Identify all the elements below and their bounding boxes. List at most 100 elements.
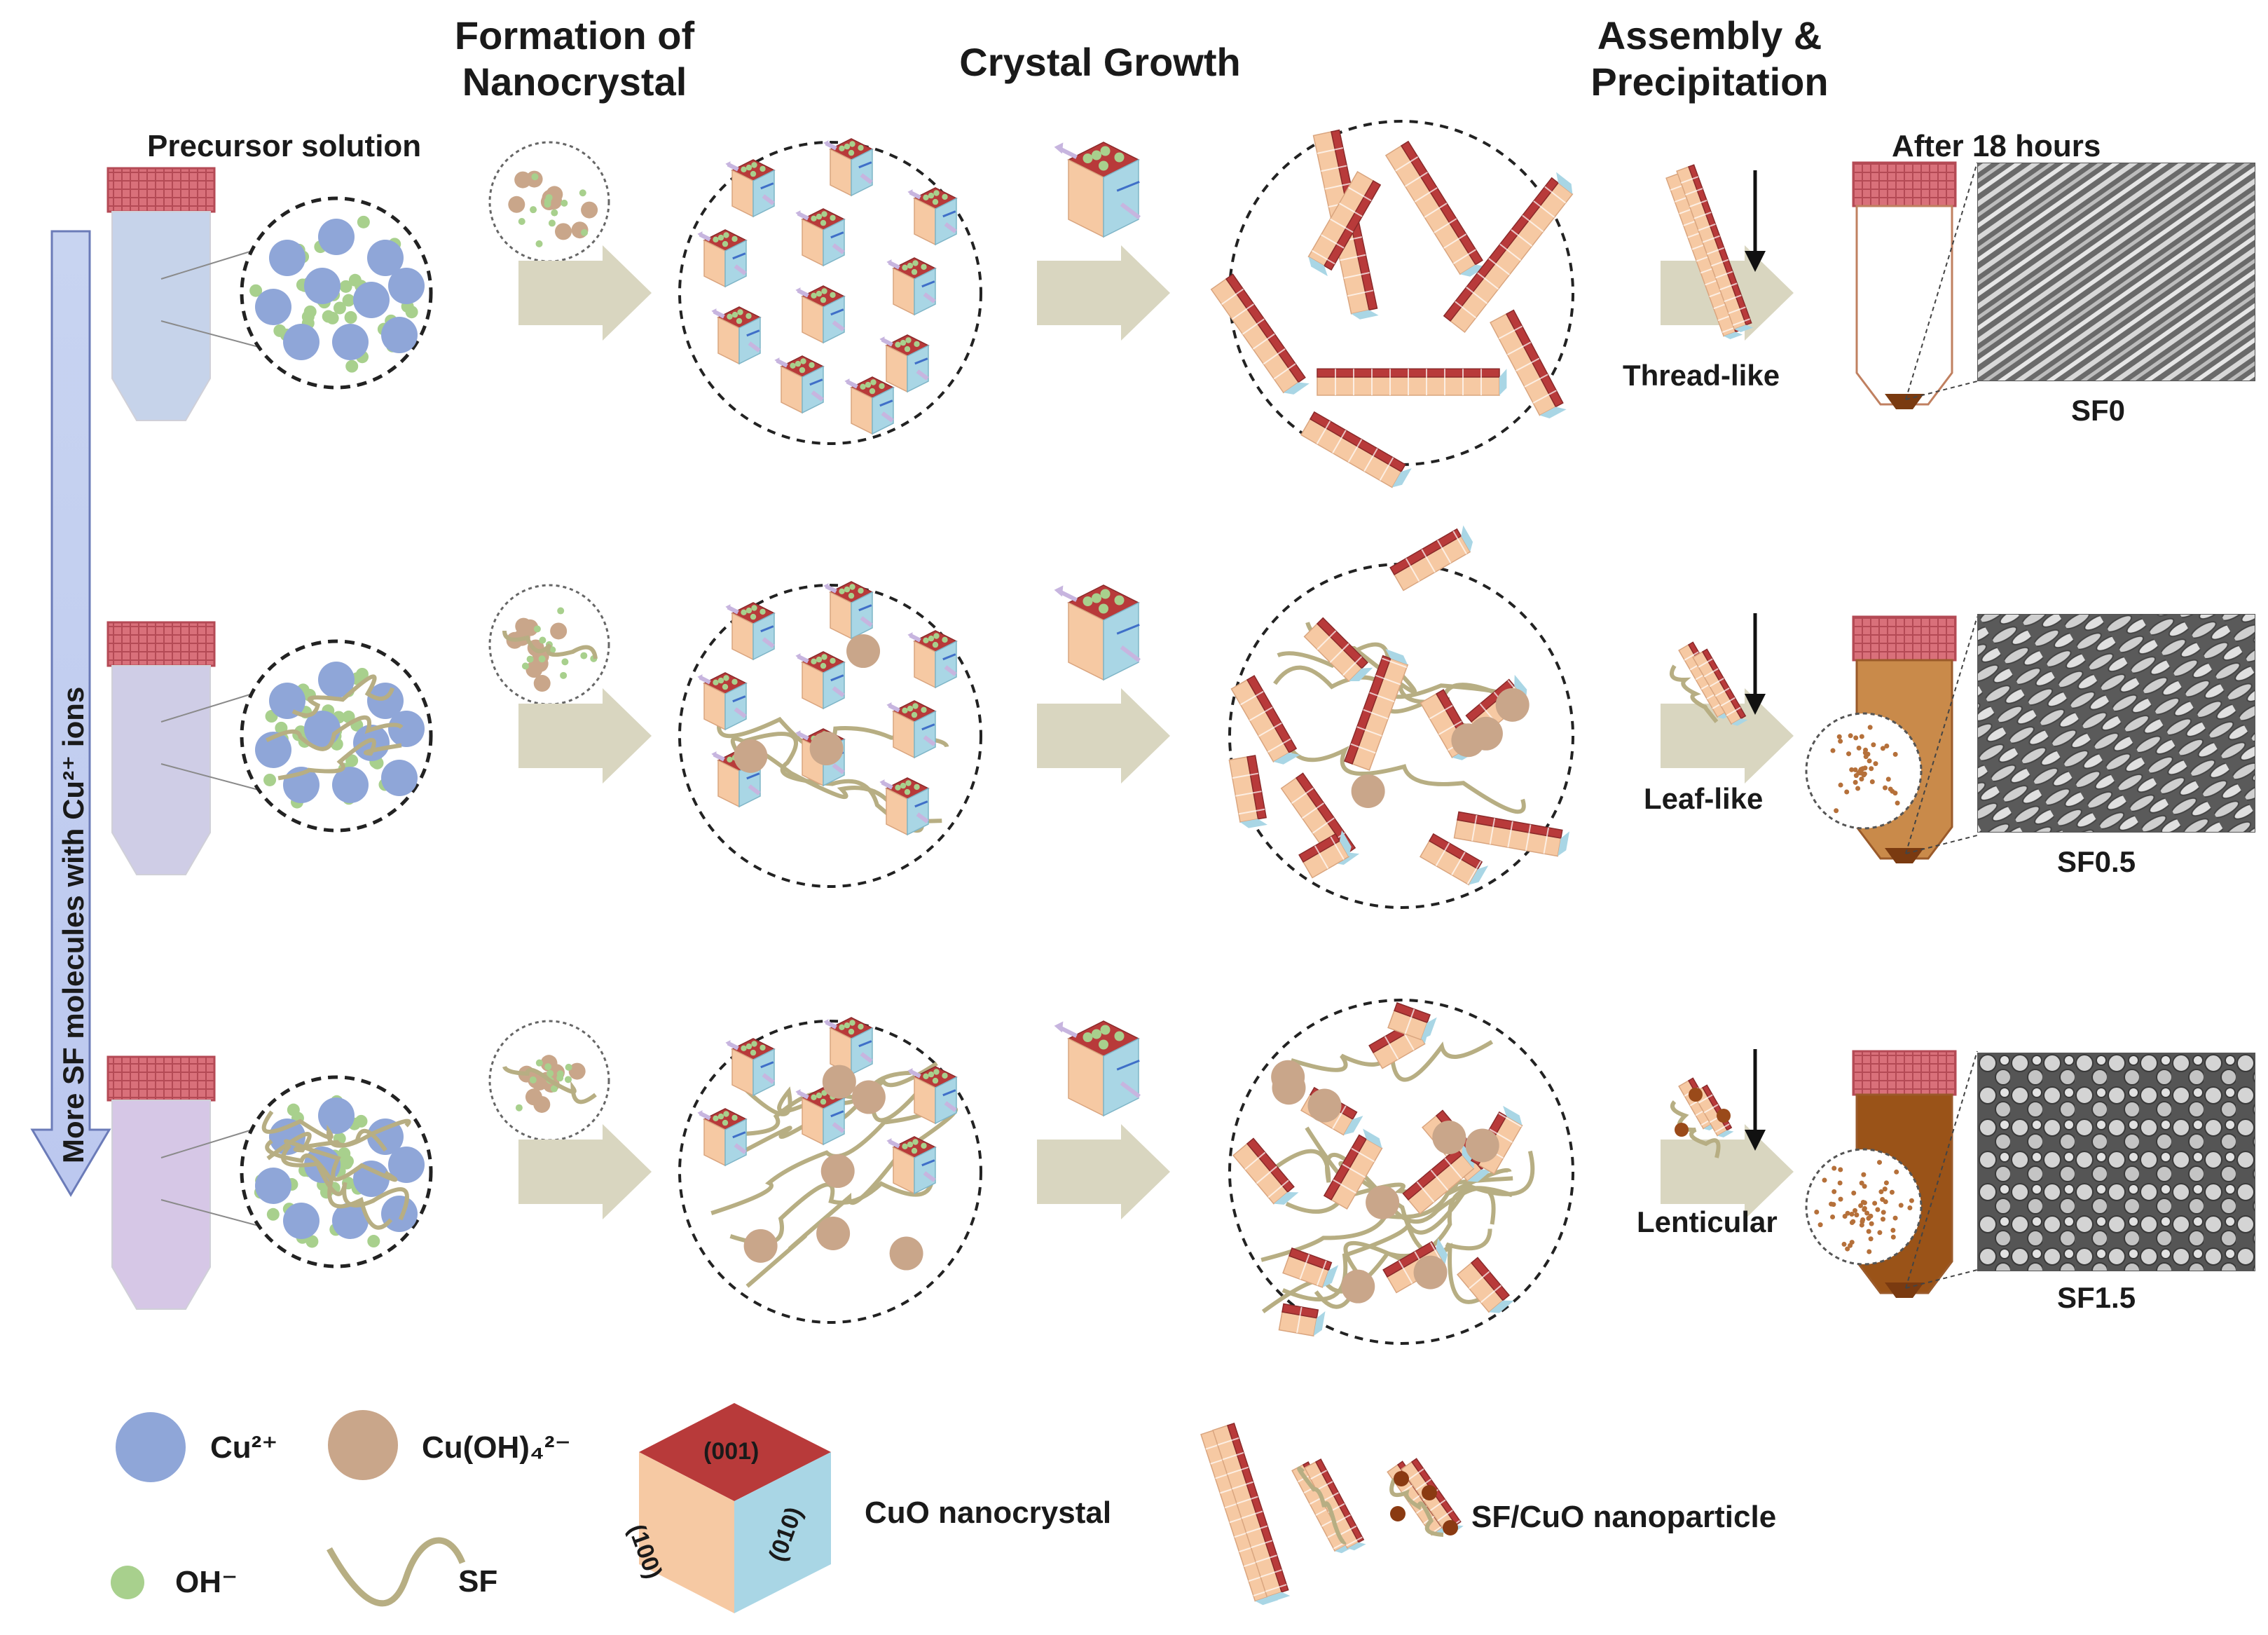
nanocrystal-2-4	[801, 1087, 846, 1146]
nanocrystal-1-4	[801, 651, 846, 710]
nanocrystal-0-0	[731, 159, 776, 218]
precursor-circle-1	[240, 639, 433, 833]
zoom-circle-1	[1805, 712, 1923, 830]
rod-0-6	[1490, 309, 1567, 418]
rows-layer	[106, 120, 1978, 1345]
precursor-tube-0	[106, 167, 216, 421]
row-0	[106, 120, 1978, 488]
side-arrow	[30, 230, 111, 1197]
label-side-arrow: More SF molecules with Cu²⁺ ions	[57, 686, 90, 1163]
nanocrystal-0-4	[801, 208, 846, 267]
rod-2-9	[1457, 1257, 1514, 1313]
nanocrystal-0-7	[801, 285, 846, 344]
growth-cube-0	[1067, 142, 1140, 238]
nanocrystal-2-0	[731, 1038, 776, 1097]
rod-0-7	[1307, 170, 1382, 277]
rod-1-3	[1344, 648, 1409, 771]
rod-2-11	[1387, 1002, 1437, 1041]
precursor-circle-0	[240, 196, 433, 390]
nanocrystal-circle-0	[678, 138, 982, 445]
growth-cube-2	[1067, 1020, 1140, 1117]
cube-face-001: (001)	[703, 1438, 760, 1465]
sample-label-1: SF0.5	[2057, 845, 2136, 878]
zoom-circle-2	[1805, 1148, 1923, 1266]
arrow-formation-1	[518, 688, 652, 784]
rod-0-3	[1317, 368, 1507, 396]
legend-graphics	[111, 1403, 1464, 1613]
arrow-formation-0	[518, 245, 652, 341]
row-1	[106, 525, 1978, 909]
legend-nanoparticle-icons	[1200, 1422, 1464, 1606]
rod-2-0	[1232, 1137, 1299, 1205]
arrow-formation-2	[518, 1124, 652, 1219]
morphology-label-1: Leaf-like	[1644, 782, 1764, 815]
assembled-particle-1	[1670, 641, 1748, 726]
nanocrystal-1-3	[703, 672, 748, 731]
rod-1-10	[1228, 755, 1267, 828]
nanocrystal-1-2	[913, 630, 958, 689]
sample-label-2: SF1.5	[2057, 1281, 2136, 1314]
label-precursor: Precursor solution	[147, 129, 422, 163]
nanocrystal-0-8	[885, 334, 930, 393]
legend-oh-label: OH⁻	[175, 1565, 238, 1599]
rod-2-10	[1278, 1303, 1326, 1337]
rod-0-2	[1384, 140, 1487, 277]
header-formation: Formation of Nanocrystal	[454, 13, 695, 104]
rod-2-5	[1402, 1144, 1475, 1215]
after-tube-0	[1852, 161, 1978, 409]
sample-label-0: SF0	[2071, 394, 2126, 427]
nanocrystal-1-8	[885, 777, 930, 836]
sem-image-sf05	[1977, 614, 2255, 833]
legend-cu-label: Cu²⁺	[210, 1430, 278, 1465]
rod-1-2	[1389, 525, 1473, 591]
rod-2-4	[1323, 1128, 1383, 1210]
morphology-label-2: Lenticular	[1637, 1205, 1778, 1238]
nanocrystal-2-2	[913, 1066, 958, 1125]
legend-sf-label: SF	[458, 1564, 498, 1599]
header-assembly: Assembly & Precipitation	[1590, 13, 1829, 104]
nanocrystal-2-3	[703, 1108, 748, 1167]
arrow-growth-1	[1037, 688, 1170, 784]
legend-oh-icon	[111, 1566, 144, 1599]
precursor-circle-2	[240, 1075, 433, 1268]
precursor-tube-1	[106, 621, 216, 875]
rod-1-6	[1453, 811, 1569, 857]
nanocrystal-circle-2	[678, 1017, 982, 1324]
after-tube-2	[1805, 1050, 1978, 1298]
after-tube-1	[1805, 615, 1978, 863]
nanocrystal-2-1	[829, 1017, 874, 1076]
legend-cu-icon	[116, 1412, 186, 1482]
formation-circle-0	[488, 141, 610, 263]
header-crystal-growth: Crystal Growth	[959, 40, 1241, 84]
rod-0-4	[1300, 411, 1412, 488]
rod-1-0	[1230, 675, 1300, 765]
legend-cuoh-label: Cu(OH)₄²⁻	[422, 1430, 571, 1465]
legend-cuoh-icon	[328, 1410, 398, 1480]
growth-circle-0	[1210, 120, 1574, 488]
growth-circle-2	[1228, 999, 1574, 1345]
assembled-particle-2	[1670, 1077, 1734, 1158]
legend-cube-icon	[639, 1403, 831, 1613]
rod-0-0	[1210, 273, 1310, 395]
nanocrystal-0-3	[703, 229, 748, 288]
rod-1-1	[1303, 617, 1373, 683]
rod-0-5	[1443, 172, 1574, 334]
row-2	[106, 999, 1978, 1345]
arrow-growth-0	[1037, 245, 1170, 341]
legend-sf-icon	[327, 1537, 466, 1607]
rod-2-7	[1282, 1247, 1339, 1288]
nanocrystal-0-10	[850, 376, 895, 435]
legend-nanoparticle-label: SF/CuO nanoparticle	[1471, 1500, 1777, 1534]
rod-1-8	[1298, 830, 1352, 879]
arrow-growth-2	[1037, 1124, 1170, 1219]
nanocrystal-0-2	[913, 187, 958, 246]
nanocrystal-1-0	[731, 602, 776, 661]
rod-1-9	[1419, 833, 1489, 886]
growth-circle-1	[1228, 525, 1574, 909]
nanocrystal-circle-1	[678, 581, 982, 888]
nanocrystal-0-1	[829, 138, 874, 197]
label-after-18-hours: After 18 hours	[1892, 129, 2101, 163]
nanocrystal-1-5	[892, 700, 937, 759]
growth-cube-1	[1067, 584, 1140, 681]
